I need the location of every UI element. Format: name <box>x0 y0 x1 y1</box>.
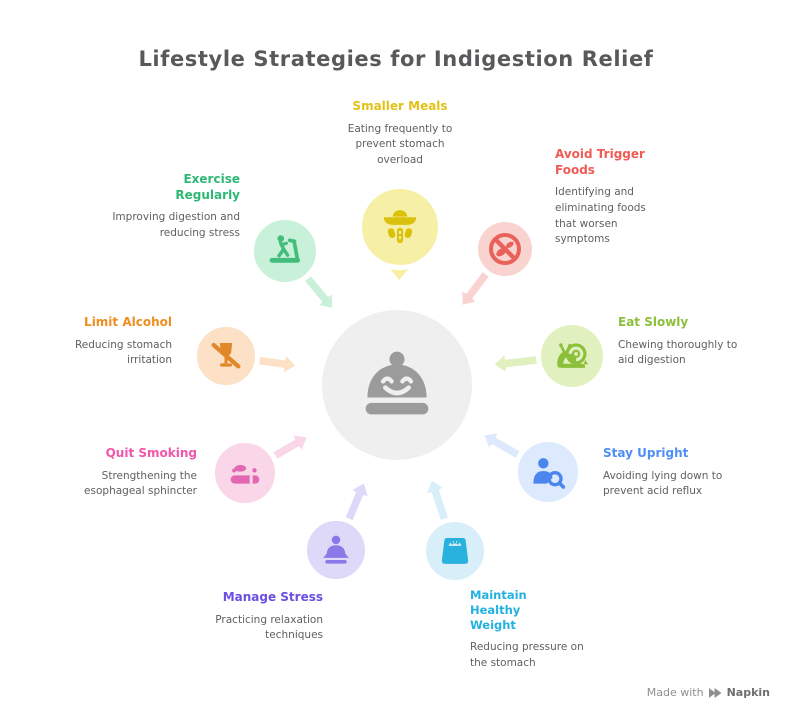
node-maintain-healthy-weight <box>421 517 489 585</box>
item-description: Avoiding lying down to prevent acid refl… <box>603 469 723 498</box>
node-exercise-regularly <box>249 215 321 287</box>
item-description: Identifying and eliminating foods that w… <box>555 186 646 246</box>
treadmill-icon <box>269 235 301 263</box>
meditation-icon <box>323 535 349 564</box>
item-title: Smaller Meals <box>352 99 448 113</box>
smaller-meals-label-group: Smaller Meals Eating frequently to preve… <box>337 99 463 169</box>
item-description: Practicing relaxation techniques <box>215 613 323 642</box>
item-description: Strengthening the esophageal sphincter <box>84 469 197 498</box>
small-meal-portions-icon <box>383 210 417 244</box>
item-description: Eating frequently to prevent stomach ove… <box>347 122 453 167</box>
item-description: Reducing pressure on the stomach <box>470 640 584 669</box>
item-title: Maintain Healthy Weight <box>470 588 527 632</box>
item-description: Reducing stomach irritation <box>74 338 172 367</box>
quit-smoking-label-group: Quit Smoking Strengthening the esophagea… <box>62 446 197 500</box>
no-alcohol-icon <box>211 342 241 369</box>
snail-icon <box>557 343 589 368</box>
maintain-healthy-weight-label-group: Maintain Healthy Weight Reducing pressur… <box>470 588 590 671</box>
avoid-trigger-foods-label-group: Avoid Trigger Foods Identifying and elim… <box>555 147 661 248</box>
watermark-prefix: Made with <box>646 686 704 699</box>
node-limit-alcohol <box>192 322 260 390</box>
eat-slowly-label-group: Eat Slowly Chewing thoroughly to aid dig… <box>618 315 748 369</box>
node-eat-slowly <box>536 320 608 392</box>
item-title: Limit Alcohol <box>84 315 172 329</box>
made-with-napkin-watermark: Made with Napkin <box>647 686 770 699</box>
napkin-logo-icon <box>708 687 722 698</box>
node-manage-stress <box>302 516 370 584</box>
item-description: Chewing thoroughly to aid digestion <box>618 338 738 367</box>
page-title: Lifestyle Strategies for Indigestion Rel… <box>138 47 654 71</box>
person-magnifier-icon <box>533 458 566 489</box>
item-title: Exercise Regularly <box>175 172 240 202</box>
watermark-brand: Napkin <box>726 686 770 699</box>
exercise-regularly-label-group: Exercise Regularly Improving digestion a… <box>110 172 240 242</box>
weight-scale-icon <box>441 537 469 564</box>
cloche-smile-icon <box>365 351 429 415</box>
item-description: Improving digestion and reducing stress <box>112 211 240 239</box>
item-title: Eat Slowly <box>618 315 689 329</box>
cigarette-icon <box>230 465 260 484</box>
node-quit-smoking <box>210 438 280 508</box>
node-avoid-trigger-foods <box>473 217 537 281</box>
item-title: Stay Upright <box>603 446 689 460</box>
limit-alcohol-label-group: Limit Alcohol Reducing stomach irritatio… <box>57 315 172 369</box>
node-smaller-meals <box>357 184 443 270</box>
item-title: Quit Smoking <box>105 446 197 460</box>
item-title: Avoid Trigger Foods <box>555 147 645 177</box>
node-stay-upright <box>513 437 583 507</box>
manage-stress-label-group: Manage Stress Practicing relaxation tech… <box>183 590 323 644</box>
no-food-icon <box>489 233 521 265</box>
item-title: Manage Stress <box>222 590 323 604</box>
stay-upright-label-group: Stay Upright Avoiding lying down to prev… <box>603 446 735 500</box>
center-hub-circle <box>322 310 472 460</box>
